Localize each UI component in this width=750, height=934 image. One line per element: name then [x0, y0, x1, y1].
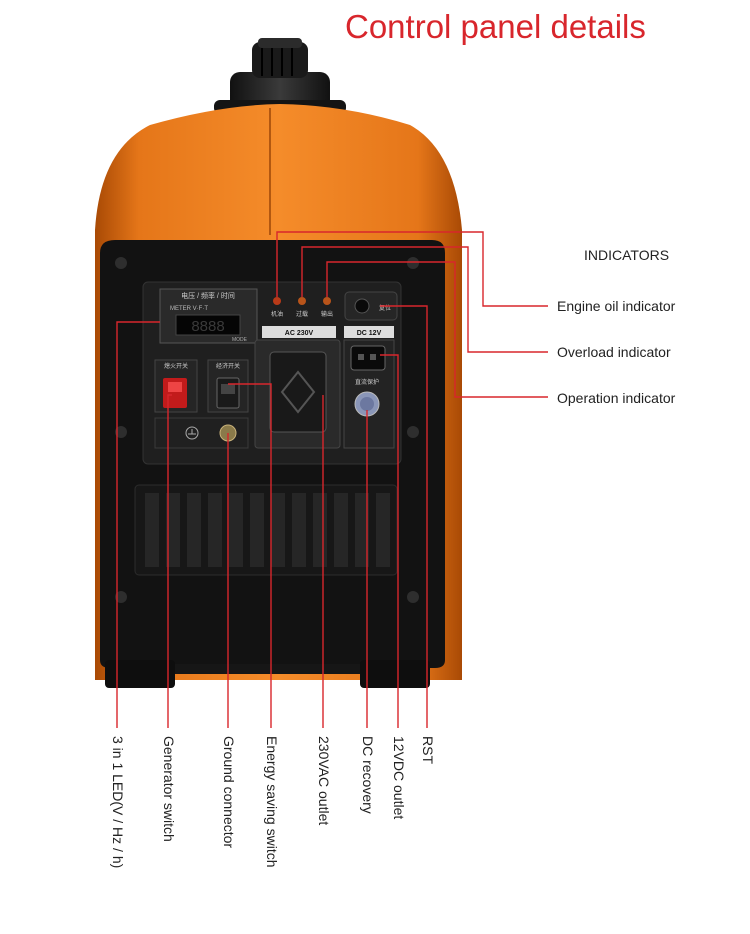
- label-ground-connector: Ground connector: [221, 736, 237, 849]
- grille-slat: [271, 493, 285, 567]
- energy-saving-switch[interactable]: 经济开关: [207, 359, 249, 413]
- meter-display: 8888: [191, 318, 224, 335]
- ac-outlet[interactable]: AC 230V: [254, 326, 341, 449]
- grille-slat: [166, 493, 180, 567]
- rst-button[interactable]: 复位: [344, 291, 398, 321]
- label-dc-recovery: DC recovery: [360, 736, 376, 814]
- label-230vac-outlet: 230VAC outlet: [316, 736, 332, 826]
- indicators-heading: INDICATORS: [584, 247, 670, 263]
- label-overload-indicator: Overload indicator: [557, 344, 671, 360]
- meter-brand-text: METER V·F·T: [170, 306, 208, 312]
- leader-led: [116, 321, 160, 728]
- label-rst: RST: [420, 736, 436, 764]
- led-meter: 电压 / 频率 / 时间 METER V·F·T 8888 MODE: [159, 288, 258, 344]
- ground-connector[interactable]: [154, 417, 249, 449]
- label-operation-indicator: Operation indicator: [557, 390, 676, 406]
- dc-outlet[interactable]: DC 12V: [343, 326, 395, 449]
- indicator-label-2: 过载: [296, 310, 308, 318]
- label-12vdc-outlet: 12VDC outlet: [391, 736, 407, 820]
- label-engine-oil-indicator: Engine oil indicator: [557, 298, 676, 314]
- dc-recovery-button[interactable]: 直流保护: [354, 378, 380, 417]
- vent-grille: [134, 484, 398, 576]
- switch2-label: 经济开关: [216, 362, 240, 370]
- leader-overload: [301, 246, 548, 353]
- leader-operation: [326, 261, 548, 398]
- indicator-label-1: 机油: [271, 310, 283, 318]
- leader-rst: [380, 305, 428, 728]
- reset-label: 复位: [379, 304, 391, 312]
- dc-label: DC 12V: [357, 330, 382, 337]
- label-energy-saving-switch: Energy saving switch: [264, 736, 280, 868]
- grille-slat: [208, 493, 222, 567]
- grille-slat: [334, 493, 348, 567]
- grille-slat: [187, 493, 201, 567]
- indicator-label-3: 输出: [321, 310, 333, 318]
- leader-12vdc: [380, 354, 399, 728]
- indicator-leds: 机油 过载 输出: [271, 297, 333, 318]
- leader-energy-saving: [228, 383, 272, 728]
- control-panel: 电压 / 频率 / 时间 METER V·F·T 8888 MODE 熄火开关 …: [142, 281, 402, 465]
- dc-recovery-label: 直流保护: [355, 378, 379, 386]
- grille-slat: [292, 493, 306, 567]
- grille-slat: [145, 493, 159, 567]
- label-3in1-led: 3 in 1 LED(V / Hz / h): [110, 736, 126, 869]
- meter-mode-text: MODE: [232, 337, 248, 343]
- leader-lines: [116, 231, 548, 728]
- label-generator-switch: Generator switch: [161, 736, 177, 842]
- grille-slat: [355, 493, 369, 567]
- switch1-label: 熄火开关: [164, 362, 188, 370]
- grille-slat: [229, 493, 243, 567]
- grille-slat: [313, 493, 327, 567]
- page-title: Control panel details: [345, 8, 646, 45]
- grille-slat: [250, 493, 264, 567]
- grille-slat: [376, 493, 390, 567]
- meter-header-text: 电压 / 频率 / 时间: [181, 291, 235, 300]
- leader-generator-switch: [167, 394, 172, 728]
- ac-label: AC 230V: [285, 330, 314, 337]
- fuel-cap: [214, 38, 346, 114]
- generator-switch[interactable]: 熄火开关: [154, 359, 198, 413]
- leader-engine-oil: [276, 231, 548, 307]
